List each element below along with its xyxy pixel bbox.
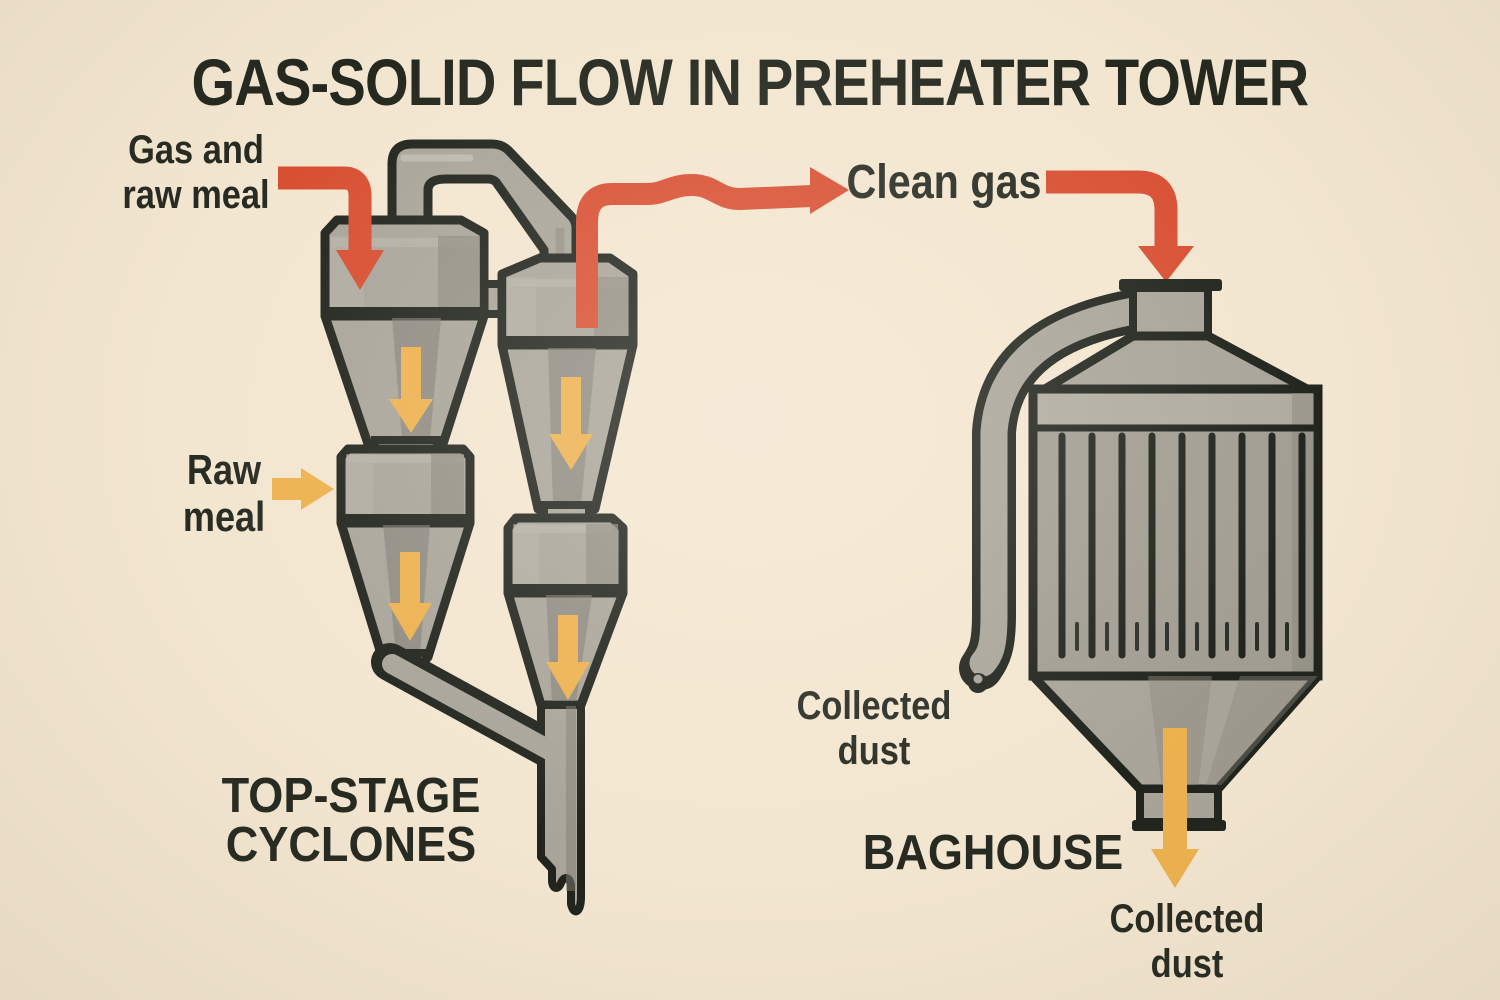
discharge-pipe — [371, 643, 585, 916]
crossover-duct — [387, 139, 581, 267]
clean-gas-out-arrow — [576, 167, 849, 328]
label-top-stage-cyclones: TOP-STAGE CYCLONES — [221, 769, 481, 872]
filter-bags — [1058, 432, 1306, 659]
gas-flow-arrows — [278, 166, 1194, 328]
dust-out-arrow — [1151, 728, 1199, 888]
baghouse-body — [1028, 384, 1323, 681]
meal-down-arrow-stage2-left — [388, 552, 432, 641]
baghouse-inlet — [1119, 279, 1222, 342]
meal-flow-arrows — [272, 347, 593, 700]
label-clean-gas: Clean gas — [846, 156, 1042, 209]
meal-down-arrow-stage1-left — [389, 347, 433, 433]
baghouse-side-pipe — [959, 286, 1174, 693]
label-collected-dust-left: Collected dust — [796, 684, 952, 773]
page-title: GAS-SOLID FLOW IN PREHEATER TOWER — [191, 45, 1310, 119]
top-stage-cyclones — [320, 139, 638, 916]
label-baghouse: BAGHOUSE — [862, 826, 1124, 880]
clean-gas-in-arrow — [1046, 170, 1194, 282]
label-raw-meal: Raw meal — [182, 446, 266, 541]
raw-meal-arrow — [272, 468, 334, 510]
label-gas-and-raw-meal: Gas and raw meal — [122, 128, 270, 217]
gas-raw-meal-arrow — [278, 166, 384, 290]
meal-down-arrow-stage1-right — [549, 377, 593, 470]
meal-down-arrow-stage2-right — [546, 615, 590, 700]
baghouse — [959, 279, 1323, 888]
label-collected-dust-bottom: Collected dust — [1109, 897, 1265, 986]
